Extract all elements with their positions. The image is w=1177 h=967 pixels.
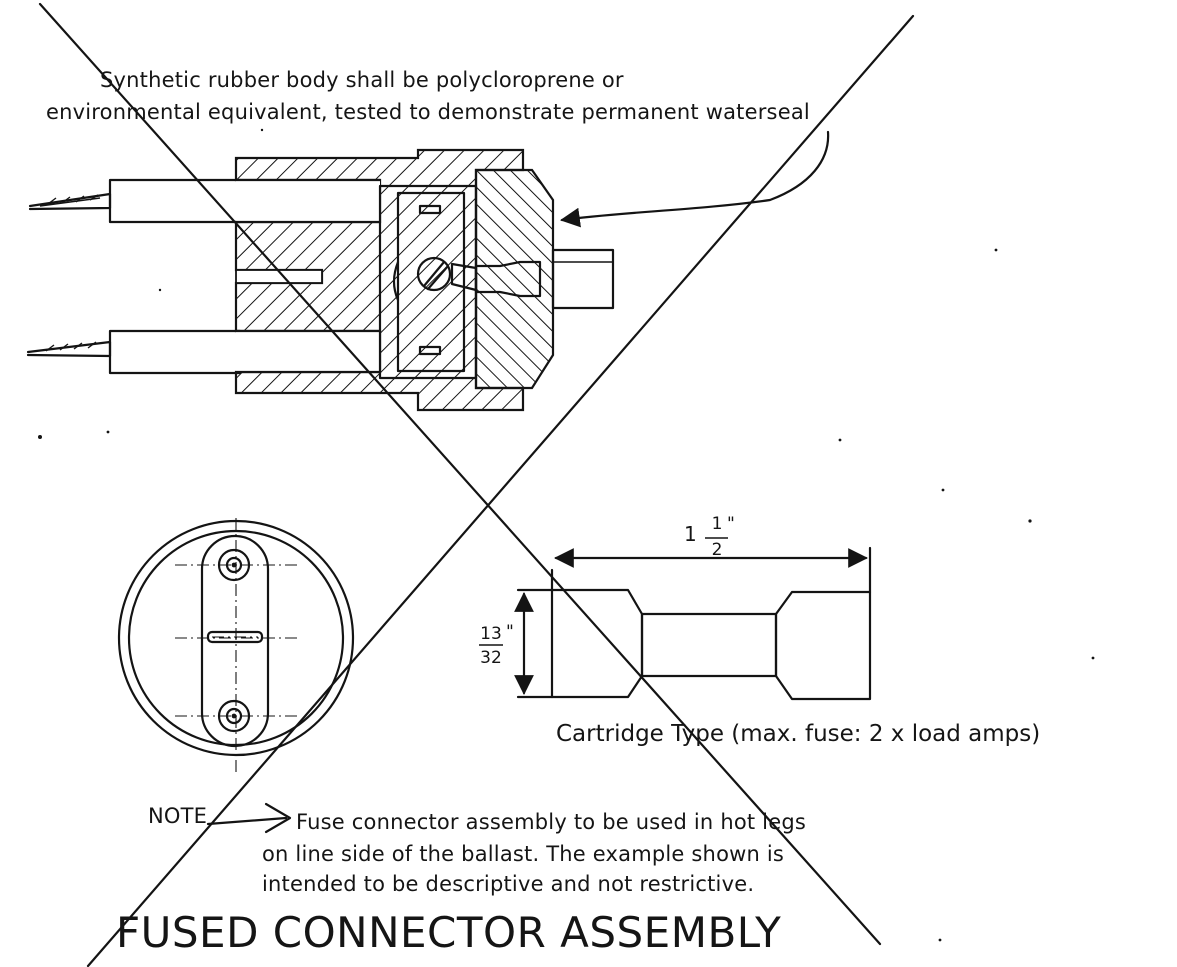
callout-leader bbox=[560, 130, 830, 228]
lower-lead-wire bbox=[26, 329, 242, 375]
length-numerator: 1 bbox=[711, 514, 723, 534]
note-arrow bbox=[206, 802, 292, 834]
callout-line-2: environmental equivalent, tested to demo… bbox=[46, 100, 810, 124]
void-cross-mark bbox=[38, 2, 915, 967]
diameter-unit: " bbox=[506, 622, 514, 642]
drawing-title: FUSED CONNECTOR ASSEMBLY bbox=[116, 908, 782, 957]
diameter-numerator: 13 bbox=[480, 624, 502, 644]
bottom-terminal bbox=[217, 699, 251, 733]
note-line-2: on line side of the ballast. The example… bbox=[262, 842, 785, 866]
top-terminal bbox=[217, 548, 251, 582]
connector-section-view bbox=[26, 130, 830, 412]
callout-line-1: Synthetic rubber body shall be polycloro… bbox=[100, 68, 624, 92]
cartridge-caption: Cartridge Type (max. fuse: 2 x load amps… bbox=[556, 721, 1041, 747]
length-whole: 1 bbox=[684, 522, 697, 546]
note-label: NOTE bbox=[148, 804, 208, 828]
length-denominator: 2 bbox=[711, 540, 723, 560]
scan-specks bbox=[38, 128, 1095, 942]
cartridge-fuse bbox=[479, 537, 872, 701]
note-line-3: intended to be descriptive and not restr… bbox=[262, 872, 755, 896]
upper-lead-wire bbox=[28, 178, 242, 224]
diameter-denominator: 32 bbox=[480, 648, 502, 668]
note-line-1: Fuse connector assembly to be used in ho… bbox=[296, 810, 807, 834]
connector-end-view bbox=[117, 518, 355, 775]
end-cap bbox=[474, 168, 615, 390]
length-unit: " bbox=[727, 514, 735, 534]
